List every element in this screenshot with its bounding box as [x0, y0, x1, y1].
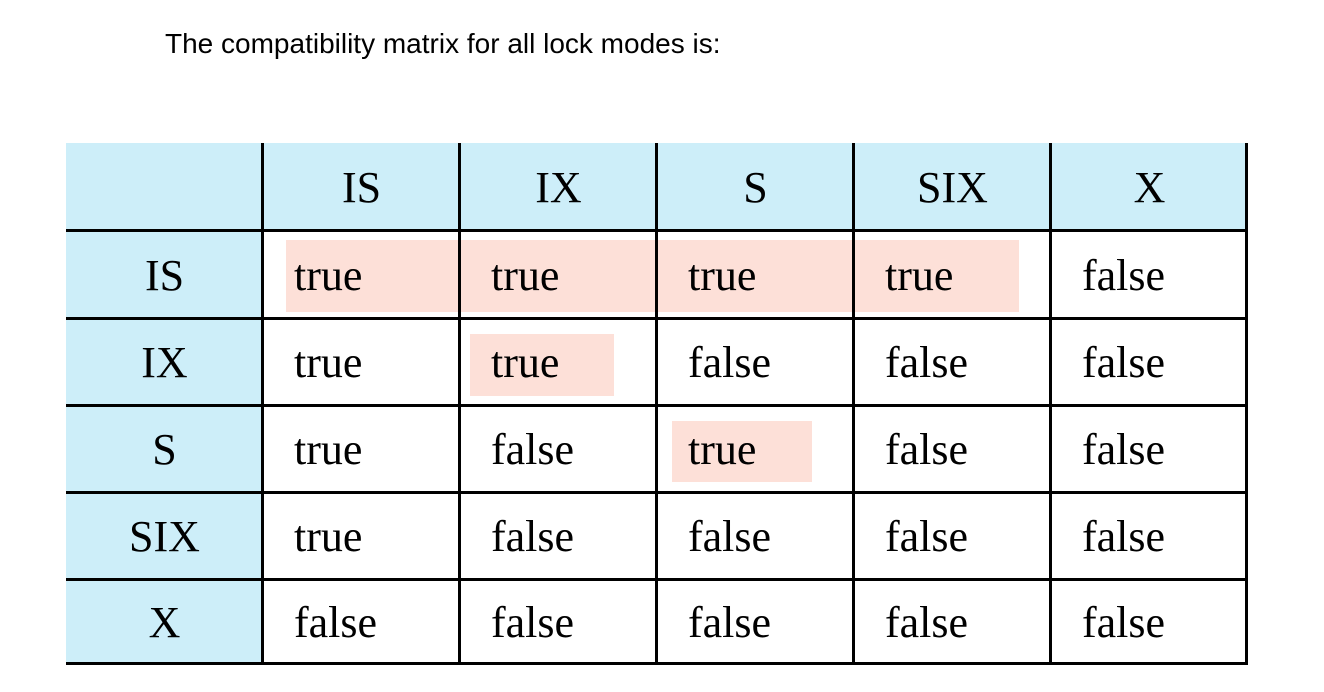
col-header-ix: IX: [460, 143, 657, 231]
grid-line: [66, 578, 1248, 581]
cell-is-ix: true: [491, 250, 560, 300]
cell-is-x: false: [1082, 250, 1166, 300]
row-header-s: S: [66, 406, 263, 493]
col-header-six: SIX: [854, 143, 1051, 231]
cell-ix-x: false: [1082, 338, 1166, 387]
compatibility-matrix: IS IX S SIX X IS IX S SIX X true true tr…: [66, 143, 1248, 665]
row-header-ix: IX: [66, 319, 263, 406]
cell-s-s: true: [688, 425, 757, 474]
col-header-x: X: [1051, 143, 1248, 231]
cell-ix-ix: true: [491, 338, 560, 387]
cell-s-is: true: [294, 425, 363, 474]
row-header-is: IS: [66, 231, 263, 319]
corner-cell: [66, 143, 263, 231]
cell-x-x: false: [1082, 598, 1166, 647]
cell-six-x: false: [1082, 512, 1166, 561]
cell-ix-is: true: [294, 338, 363, 387]
row-header-six: SIX: [66, 493, 263, 580]
highlight-is-row: [286, 240, 1019, 312]
cell-six-six: false: [885, 512, 969, 561]
cell-is-is: true: [294, 250, 363, 300]
cell-x-s: false: [688, 598, 772, 647]
cell-is-six: true: [885, 250, 954, 300]
col-header-is: IS: [263, 143, 460, 231]
grid-line: [66, 491, 1248, 494]
highlight-ix-ix: [470, 334, 614, 396]
col-header-s: S: [657, 143, 854, 231]
row-header-x: X: [66, 580, 263, 665]
cell-six-s: false: [688, 512, 772, 561]
grid-line: [66, 229, 1248, 232]
cell-ix-s: false: [688, 338, 772, 387]
cell-s-six: false: [885, 425, 969, 474]
intro-text: The compatibility matrix for all lock mo…: [165, 28, 721, 59]
cell-s-ix: false: [491, 425, 575, 474]
grid-line: [66, 404, 1248, 407]
cell-six-ix: false: [491, 512, 575, 561]
cell-x-six: false: [885, 598, 969, 647]
highlight-s-s: [672, 421, 812, 482]
cell-s-x: false: [1082, 425, 1166, 474]
cell-is-s: true: [688, 250, 757, 300]
grid-line: [66, 317, 1248, 320]
cell-six-is: true: [294, 512, 363, 561]
cell-x-is: false: [294, 598, 378, 647]
cell-ix-six: false: [885, 338, 969, 387]
cell-x-ix: false: [491, 598, 575, 647]
grid-line: [66, 662, 1248, 665]
